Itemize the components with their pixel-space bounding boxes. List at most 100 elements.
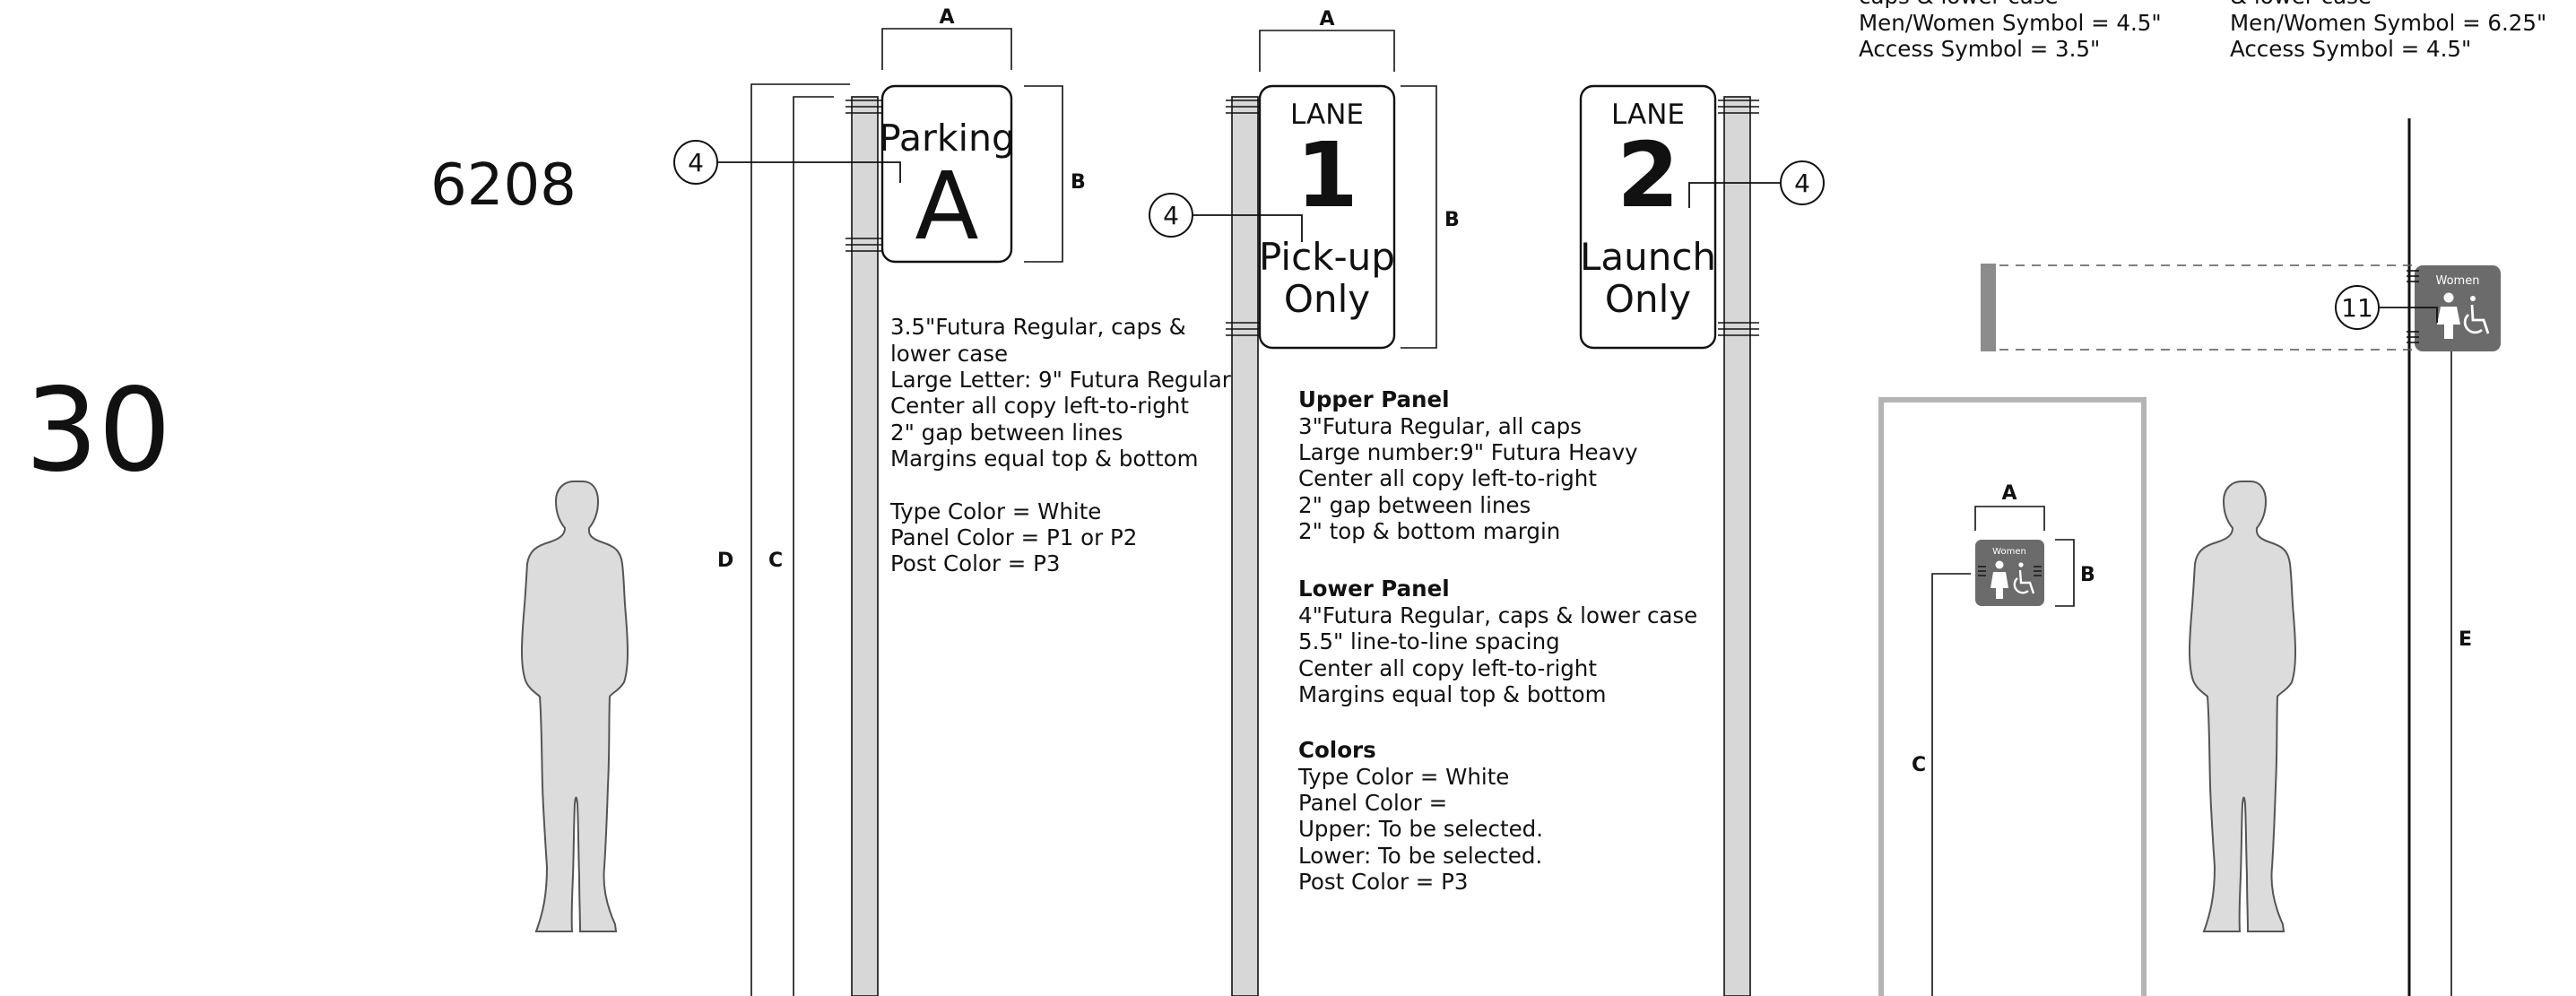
lane-spec-colors-heading: Colors xyxy=(1298,737,1376,763)
lane-spec-line: 4"Futura Regular, caps & lower case xyxy=(1298,602,1697,628)
lane-spec-line: Lower: To be selected. xyxy=(1298,843,1542,869)
lane-spec-line: Panel Color = xyxy=(1298,790,1447,816)
lane1-sign-post xyxy=(1231,96,1259,996)
accessibility-icon xyxy=(2013,562,2035,594)
restroom-door-sign: Women A B C xyxy=(1912,482,2095,996)
lane-spec-line: Post Color = P3 xyxy=(1298,869,1468,895)
lane1-sign-panel xyxy=(1258,84,1396,350)
lane-sign-spec: Upper Panel 3"Futura Regular, all caps L… xyxy=(1297,386,1697,895)
restroom-spec-top: caps & lower case Men/Women Symbol = 4.5… xyxy=(1859,0,2546,62)
post-bracket-bottom xyxy=(1226,322,1262,336)
parking-sign-assembly: D C Parking A A B 4 xyxy=(673,6,1086,996)
post-bracket-bottom xyxy=(1718,322,1759,336)
dimension-b-label-parking: B xyxy=(1071,171,1086,194)
lane-spec-line: Type Color = White xyxy=(1297,764,1509,790)
door-sign-bracket-right xyxy=(2034,566,2042,576)
dimension-b-lane1 xyxy=(1401,85,1437,349)
dimension-c-line xyxy=(793,96,834,996)
dimension-b-label-lane1: B xyxy=(1444,209,1460,231)
parking-spec-line: Post Color = P3 xyxy=(890,550,1060,576)
parking-sign-post xyxy=(851,96,879,996)
callout-4-lane2-leader xyxy=(1688,182,1781,208)
lane-spec-line: Margins equal top & bottom xyxy=(1298,681,1606,707)
dimension-c-label: C xyxy=(768,550,783,572)
parking-spec-line: lower case xyxy=(890,341,1008,367)
restroom-spec-left-line: caps & lower case xyxy=(1859,0,2059,9)
accessibility-icon xyxy=(2463,296,2490,334)
lane1-sign-assembly: LANE 1 Pick-up Only A B 4 xyxy=(1149,8,1460,996)
restroom-spec-right-line: & lower case xyxy=(2230,0,2372,9)
parking-spec-line: 3.5"Futura Regular, caps & xyxy=(890,314,1186,340)
lane2-sign-panel xyxy=(1579,84,1717,350)
dimension-a-label-lane1: A xyxy=(1319,8,1334,30)
restroom-spec-left-line: Access Symbol = 3.5" xyxy=(1859,36,2100,62)
human-silhouette-right xyxy=(2189,481,2296,932)
parking-spec-line: Large Letter: 9" Futura Regular xyxy=(890,367,1232,393)
projecting-sign-panel xyxy=(2415,265,2501,351)
lane-spec-lower-heading: Lower Panel xyxy=(1298,576,1450,602)
post-bracket-bottom xyxy=(846,238,882,252)
page-number: 30 xyxy=(25,364,171,498)
lane-spec-line: Upper: To be selected. xyxy=(1298,816,1543,842)
dimension-e-label: E xyxy=(2459,628,2472,651)
restroom-spec-right-line: Access Symbol = 4.5" xyxy=(2230,36,2471,62)
lane-spec-line: 2" top & bottom margin xyxy=(1298,518,1560,544)
dimension-b-parking xyxy=(1024,85,1063,263)
lane2-sign-header: LANE xyxy=(1611,99,1685,131)
dimension-c-door-sign xyxy=(1931,573,1971,996)
restroom-door-sign-label: Women xyxy=(1992,547,2026,557)
parking-sign-spec: 3.5"Futura Regular, caps & lower case La… xyxy=(889,314,1232,576)
dimension-a-label-door-sign: A xyxy=(2001,482,2017,505)
lane1-sign-number: 1 xyxy=(1296,123,1358,228)
dimension-d-label: D xyxy=(717,550,733,572)
callout-11-label: 11 xyxy=(2341,293,2373,323)
post-bracket-top xyxy=(1718,100,1759,114)
parking-spec-line: Panel Color = P1 or P2 xyxy=(890,524,1137,550)
callout-4-parking-leader xyxy=(717,161,901,183)
callout-11-leader xyxy=(2379,307,2438,323)
callout-4-lane2-label: 4 xyxy=(1794,169,1810,198)
lane2-sign-post xyxy=(1723,96,1751,996)
parking-sign-panel xyxy=(880,84,1013,264)
parking-spec-line: Margins equal top & bottom xyxy=(890,446,1198,472)
restroom-spec-left-line: Men/Women Symbol = 4.5" xyxy=(1859,10,2162,36)
projecting-sign-label: Women xyxy=(2436,274,2480,288)
restroom-spec-right-line: Men/Women Symbol = 6.25" xyxy=(2230,10,2546,36)
door-sign-bracket-left xyxy=(1978,566,1986,576)
dimension-a-door-sign xyxy=(1974,506,2045,531)
dimension-d-line xyxy=(750,83,850,996)
lane2-sign-line1: Launch xyxy=(1580,235,1716,279)
lane2-sign-number: 2 xyxy=(1617,123,1679,228)
dimension-a-lane1 xyxy=(1259,30,1395,72)
dimension-b-door-sign xyxy=(2055,539,2075,607)
human-silhouette-left xyxy=(521,481,629,932)
lane-spec-line: Large number:9" Futura Heavy xyxy=(1298,439,1638,465)
projecting-sign-bar xyxy=(1981,264,1996,351)
parking-spec-line: Center all copy left-to-right xyxy=(890,393,1189,419)
callout-4-lane1-label: 4 xyxy=(1163,201,1179,230)
dimension-a-parking xyxy=(881,28,1012,70)
dimension-a-label-parking: A xyxy=(939,6,954,29)
lane-spec-upper-heading: Upper Panel xyxy=(1298,386,1450,412)
restroom-door-sign-panel xyxy=(1975,540,2044,606)
parking-sign-word: Parking xyxy=(879,117,1015,160)
lane1-sign-line1: Pick-up xyxy=(1259,235,1395,279)
projecting-sign-bracket xyxy=(2407,270,2419,343)
callout-4-lane1-leader xyxy=(1193,214,1303,242)
sign-code: 6208 xyxy=(430,152,577,219)
projecting-restroom-sign: Women 11 E xyxy=(2335,265,2501,996)
lane-spec-line: 2" gap between lines xyxy=(1298,492,1531,518)
lane-spec-line: Center all copy left-to-right xyxy=(1298,655,1597,681)
parking-sign-letter: A xyxy=(915,152,978,261)
post-bracket-top xyxy=(846,100,882,114)
dimension-c-label-door-sign: C xyxy=(1912,754,1926,776)
parking-spec-line: 2" gap between lines xyxy=(890,420,1123,446)
lane-spec-line: 5.5" line-to-line spacing xyxy=(1298,628,1560,654)
lane1-sign-line2: Only xyxy=(1284,277,1370,321)
callout-4-parking-label: 4 xyxy=(688,148,704,178)
lane1-sign-header: LANE xyxy=(1290,99,1364,131)
post-bracket-top xyxy=(1226,100,1262,114)
restroom-door-frame xyxy=(1878,397,2147,996)
woman-symbol-icon xyxy=(1991,560,2008,599)
